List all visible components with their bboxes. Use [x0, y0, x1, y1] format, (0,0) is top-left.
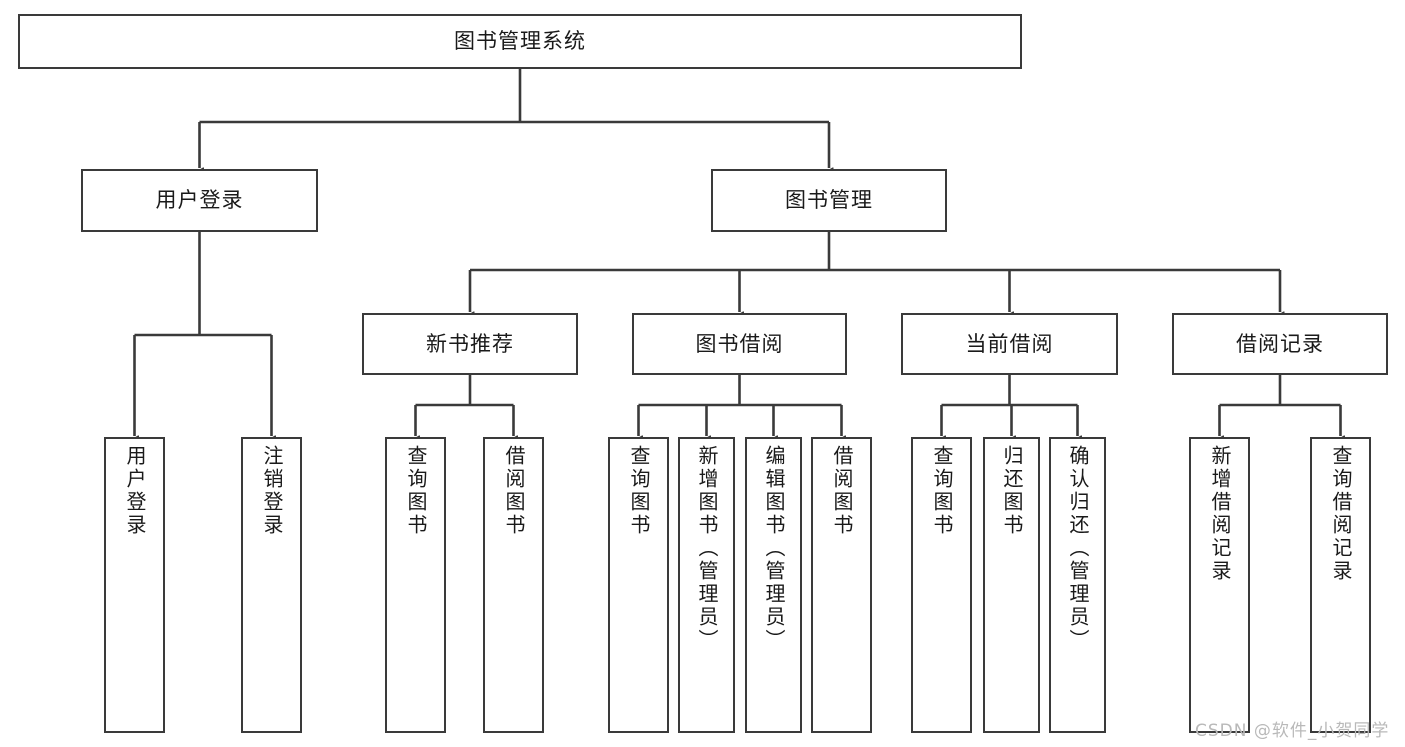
node-leaf-borrow-book-rec[interactable]: 借阅图书 — [483, 437, 544, 733]
node-leaf-edit-book-label: 编辑图书（管理员） — [762, 445, 786, 652]
node-leaf-edit-book[interactable]: 编辑图书（管理员） — [745, 437, 802, 733]
node-leaf-logout[interactable]: 注销登录 — [241, 437, 302, 733]
node-root[interactable]: 图书管理系统 — [18, 14, 1022, 69]
node-leaf-query-book-rec[interactable]: 查询图书 — [385, 437, 446, 733]
node-leaf-add-book-label: 新增图书（管理员） — [695, 445, 719, 652]
node-book-manage-label: 图书管理 — [785, 188, 873, 213]
node-leaf-query-book-bb[interactable]: 查询图书 — [608, 437, 669, 733]
node-leaf-add-record-label: 新增借阅记录 — [1208, 445, 1232, 583]
node-borrow-record-label: 借阅记录 — [1236, 331, 1324, 356]
node-leaf-query-book-rec-label: 查询图书 — [404, 445, 428, 537]
node-leaf-query-record-label: 查询借阅记录 — [1329, 445, 1353, 583]
node-book-borrow-label: 图书借阅 — [695, 331, 784, 356]
node-leaf-borrow-book-bb-label: 借阅图书 — [830, 445, 854, 537]
node-root-label: 图书管理系统 — [454, 29, 586, 54]
node-leaf-return-book[interactable]: 归还图书 — [983, 437, 1040, 733]
node-leaf-return-book-label: 归还图书 — [1000, 445, 1024, 537]
node-book-manage[interactable]: 图书管理 — [711, 169, 947, 232]
node-leaf-borrow-book-rec-label: 借阅图书 — [502, 445, 526, 537]
node-leaf-add-book[interactable]: 新增图书（管理员） — [678, 437, 735, 733]
node-leaf-user-login[interactable]: 用户登录 — [104, 437, 165, 733]
node-leaf-query-book-cb[interactable]: 查询图书 — [911, 437, 972, 733]
csdn-watermark: CSDN @软件_小贺同学 — [1195, 721, 1390, 741]
node-leaf-borrow-book-bb[interactable]: 借阅图书 — [811, 437, 872, 733]
node-leaf-query-record[interactable]: 查询借阅记录 — [1310, 437, 1371, 733]
node-leaf-query-book-cb-label: 查询图书 — [930, 445, 954, 537]
node-book-borrow[interactable]: 图书借阅 — [632, 313, 847, 375]
node-current-borrow[interactable]: 当前借阅 — [901, 313, 1118, 375]
node-leaf-confirm-return-label: 确认归还（管理员） — [1066, 445, 1090, 652]
node-user-login[interactable]: 用户登录 — [81, 169, 318, 232]
node-user-login-label: 用户登录 — [155, 188, 244, 213]
node-leaf-user-login-label: 用户登录 — [123, 445, 147, 537]
node-leaf-confirm-return[interactable]: 确认归还（管理员） — [1049, 437, 1106, 733]
node-borrow-record[interactable]: 借阅记录 — [1172, 313, 1388, 375]
node-leaf-logout-label: 注销登录 — [260, 445, 284, 537]
node-new-book-rec[interactable]: 新书推荐 — [362, 313, 578, 375]
node-new-book-rec-label: 新书推荐 — [426, 331, 514, 356]
node-current-borrow-label: 当前借阅 — [965, 331, 1054, 356]
node-leaf-add-record[interactable]: 新增借阅记录 — [1189, 437, 1250, 733]
node-leaf-query-book-bb-label: 查询图书 — [627, 445, 651, 537]
